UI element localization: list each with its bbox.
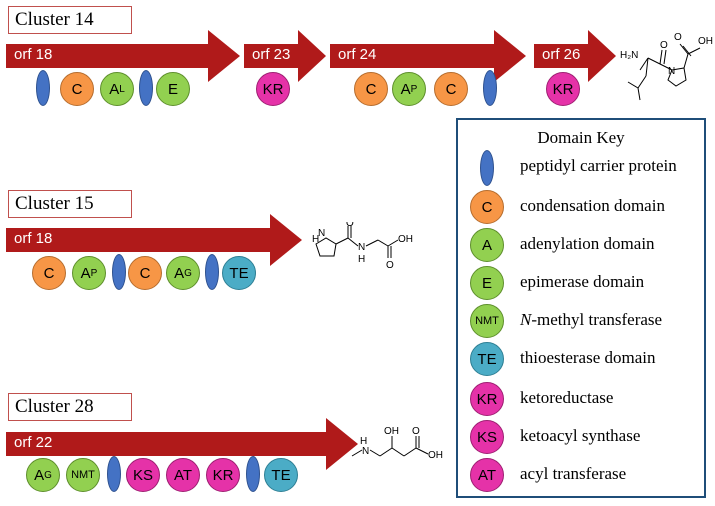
- orf-26-arrow: orf 26: [534, 30, 616, 82]
- condensation-symbol: C: [470, 190, 504, 224]
- molecule-atom: N: [668, 66, 675, 77]
- ketoacyl-synthase-symbol: KS: [470, 420, 504, 454]
- key-item-adenylation: A adenylation domain: [458, 226, 704, 264]
- molecule-atom: H: [360, 436, 367, 447]
- molecule-atom: H₂N: [620, 50, 638, 61]
- ketoreductase-symbol: KR: [470, 382, 504, 416]
- condensation-domain: C: [354, 72, 388, 106]
- pcp-domain: [107, 456, 121, 492]
- condensation-domain: C: [434, 72, 468, 106]
- condensation-domain: C: [32, 256, 66, 290]
- molecule-atom: N: [358, 242, 365, 253]
- key-item-label: N-methyl transferase: [520, 310, 663, 329]
- key-item-label: thioesterase domain: [520, 348, 656, 367]
- molecule-atom: OH: [398, 234, 413, 245]
- molecule-atom: OH: [698, 36, 713, 47]
- adenylation-symbol: A: [470, 228, 504, 262]
- key-item-ketoacyl-synthase: KS ketoacyl synthase: [458, 418, 704, 456]
- orf-24-arrow: orf 24: [330, 30, 526, 82]
- key-item-label: condensation domain: [520, 196, 665, 215]
- key-item-label: ketoreductase: [520, 388, 614, 407]
- orf-18-arrow: orf 18: [6, 30, 240, 82]
- molecule-atom: N: [318, 228, 325, 239]
- pcp-domain: [139, 70, 153, 106]
- key-item-pcp: peptidyl carrier protein: [458, 148, 704, 186]
- key-item-nmt: NMT N-methyl transferase: [458, 302, 704, 340]
- orf-label: orf 18: [14, 46, 53, 63]
- key-item-condensation: C condensation domain: [458, 188, 704, 226]
- molecule-atom: O: [386, 260, 394, 271]
- key-item-acyl-transferase: AT acyl transferase: [458, 456, 704, 494]
- pro-gly-structure: H N O N H O OH: [310, 218, 420, 272]
- key-item-label: acyl transferase: [520, 464, 627, 483]
- orf-label: orf 23: [252, 46, 291, 63]
- pcp-domain: [205, 254, 219, 290]
- orf-label: orf 24: [338, 46, 377, 63]
- orf-label: orf 26: [542, 46, 581, 63]
- pcp-domain: [112, 254, 126, 290]
- molecule-atom: O: [412, 426, 420, 437]
- cluster-15-label: Cluster 15: [8, 190, 132, 218]
- thioesterase-symbol: TE: [470, 342, 504, 376]
- molecule-atom: O: [674, 32, 682, 43]
- key-item-ketoreductase: KR ketoreductase: [458, 380, 704, 418]
- thioesterase-domain: TE: [222, 256, 256, 290]
- epimerase-domain: E: [156, 72, 190, 106]
- ketoreductase-domain: KR: [256, 72, 290, 106]
- molecule-atom: OH: [428, 450, 443, 461]
- orf-label: orf 22: [14, 434, 53, 451]
- acyl-transferase-domain: AT: [166, 458, 200, 492]
- orf-22-arrow: orf 22: [6, 418, 358, 470]
- pcp-domain: [246, 456, 260, 492]
- leu-pro-structure: H₂N N O O OH: [618, 20, 713, 112]
- molecule-atom: H: [358, 254, 365, 265]
- condensation-domain: C: [128, 256, 162, 290]
- n-methyl-transferase-domain: NMT: [66, 458, 100, 492]
- condensation-domain: C: [60, 72, 94, 106]
- orf-label: orf 18: [14, 230, 53, 247]
- key-item-label: peptidyl carrier protein: [520, 156, 677, 175]
- key-item-thioesterase: TE thioesterase domain: [458, 340, 704, 378]
- orf-23-arrow: orf 23: [244, 30, 326, 82]
- molecule-atom: O: [660, 40, 668, 51]
- domain-key-panel: Domain Key peptidyl carrier protein C co…: [456, 118, 706, 498]
- cluster-28-label: Cluster 28: [8, 393, 132, 421]
- domain-key-title: Domain Key: [537, 128, 625, 147]
- acyl-transferase-symbol: AT: [470, 458, 504, 492]
- ketoreductase-domain: KR: [206, 458, 240, 492]
- molecule-atom: N: [362, 446, 369, 457]
- key-item-label: epimerase domain: [520, 272, 645, 291]
- cluster-28-structure: H N OH O OH: [348, 422, 452, 472]
- pcp-domain: [483, 70, 497, 106]
- key-item-label: ketoacyl synthase: [520, 426, 641, 445]
- key-item-epimerase: E epimerase domain: [458, 264, 704, 302]
- cluster-14-label: Cluster 14: [8, 6, 132, 34]
- molecule-atom: O: [346, 222, 354, 229]
- nmt-symbol: NMT: [470, 304, 504, 338]
- orf-18-arrow: orf 18: [6, 214, 302, 266]
- epimerase-symbol: E: [470, 266, 504, 300]
- key-item-label: adenylation domain: [520, 234, 655, 253]
- pcp-symbol: [480, 150, 494, 186]
- molecule-atom: OH: [384, 426, 399, 437]
- pcp-domain: [36, 70, 50, 106]
- ketoacyl-synthase-domain: KS: [126, 458, 160, 492]
- ketoreductase-domain: KR: [546, 72, 580, 106]
- molecule-atom: H: [312, 234, 319, 245]
- thioesterase-domain: TE: [264, 458, 298, 492]
